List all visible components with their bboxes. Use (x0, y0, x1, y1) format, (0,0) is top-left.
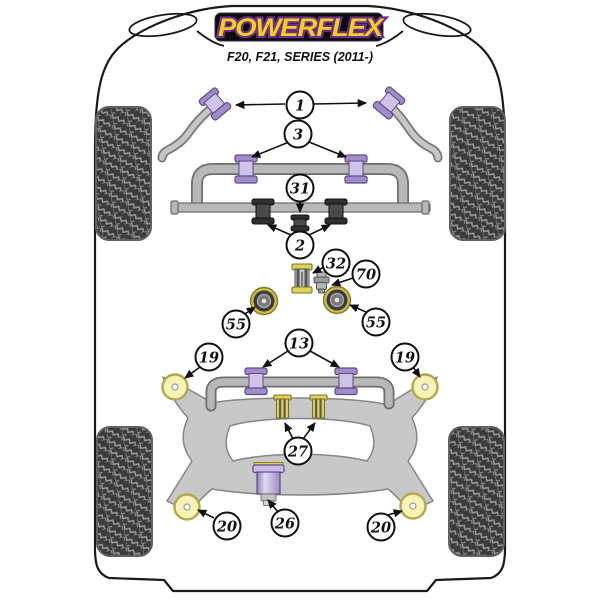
callout-19-right-label: 19 (395, 350, 415, 367)
callout-32-label: 32 (326, 256, 346, 273)
callout-13: 13 (284, 328, 314, 358)
subframe-bush-20-right (399, 492, 427, 520)
tire-front-left (95, 106, 152, 241)
callout-55-right-label: 55 (366, 315, 386, 332)
hood-line-right (375, 30, 404, 47)
callout-32-circle (321, 248, 351, 278)
tire-rear-left (96, 426, 153, 557)
callout-1-circle (285, 90, 315, 120)
callout-3-label: 3 (293, 127, 303, 144)
tire-rear-right (448, 426, 505, 557)
mount-bush-55-left (249, 286, 279, 316)
subframe-bush-20-left (173, 493, 201, 521)
callout-3: 3 (283, 119, 313, 149)
subframe-bush-19-right (411, 373, 439, 401)
callout-20-left-circle (212, 511, 242, 541)
mount-bush-55-right (322, 285, 352, 315)
front-control-arm-left (157, 101, 219, 163)
steering-rack-center-bush (290, 214, 310, 232)
front-arb-bush-left (234, 154, 258, 184)
callout-19-right-circle (390, 342, 420, 372)
callout-32: 32 (321, 248, 351, 278)
callout-55-left-label: 55 (226, 317, 246, 334)
callout-70-label: 70 (356, 267, 376, 284)
callout-27-circle (283, 436, 313, 466)
rear-arb-bush-left (244, 367, 268, 396)
tire-front-right (449, 106, 506, 241)
callout-20-right-label: 20 (370, 520, 391, 537)
callout-2-label: 2 (294, 238, 305, 255)
plug-part-70 (313, 271, 330, 294)
callout-70-circle (351, 259, 381, 289)
callout-55-left-circle (221, 309, 251, 339)
front-arb-bush-right (344, 154, 368, 184)
callout-31-label: 31 (290, 181, 310, 198)
callout-27-label: 27 (287, 444, 308, 461)
steering-rack-bush-left (251, 198, 275, 225)
callout-26: 26 (270, 508, 300, 538)
subframe-insert-27-left (273, 394, 292, 419)
callout-31-circle (285, 173, 315, 203)
callout-55-right: 55 (361, 307, 391, 337)
brand-logo-plate (214, 12, 384, 42)
brand-logo-text: POWERFLEX (218, 14, 385, 42)
model-subtitle: F20, F21, SERIES (2011-) (227, 50, 373, 64)
callout-20-right: 20 (366, 512, 396, 542)
lower-bush-26 (252, 462, 285, 506)
callout-70: 70 (351, 259, 381, 289)
rear-arb-bush-right (334, 367, 358, 396)
callout-55-left: 55 (221, 309, 251, 339)
callout-2-circle (285, 230, 315, 260)
callout-19-left-circle (194, 342, 224, 372)
rear-anti-roll-bar (205, 376, 395, 412)
callout-20-left-label: 20 (216, 519, 237, 536)
subframe-bush-19-left (161, 373, 189, 401)
front-arm-bush-left (198, 87, 232, 121)
insert-part-32 (291, 263, 313, 294)
callout-27: 27 (283, 436, 313, 466)
front-anti-roll-bar (191, 163, 409, 211)
callout-1: 1 (285, 90, 315, 120)
callout-2: 2 (285, 230, 315, 260)
callout-31: 31 (285, 173, 315, 203)
callout-26-label: 26 (274, 516, 295, 533)
callout-3-circle (283, 119, 313, 149)
callout-55-right-circle (361, 307, 391, 337)
headlight-left (128, 12, 198, 38)
callout-19-right: 19 (390, 342, 420, 372)
front-control-arm-right (383, 99, 443, 163)
brand-header: POWERFLEX F20, F21, SERIES (2011-) (214, 12, 388, 64)
hood-line-left (196, 30, 225, 47)
callout-13-circle (284, 328, 314, 358)
headlight-right (402, 12, 472, 38)
callout-20-right-circle (366, 512, 396, 542)
callout-20-left: 20 (212, 511, 242, 541)
steering-rack-bush-right (324, 198, 348, 225)
front-arm-bush-right (372, 86, 406, 120)
callout-1-label: 1 (295, 98, 305, 115)
subframe-insert-27-right (309, 394, 328, 419)
callout-26-circle (270, 508, 300, 538)
callout-13-label: 13 (289, 336, 309, 353)
callout-19-left-label: 19 (199, 350, 219, 367)
callout-19-left: 19 (194, 342, 224, 372)
